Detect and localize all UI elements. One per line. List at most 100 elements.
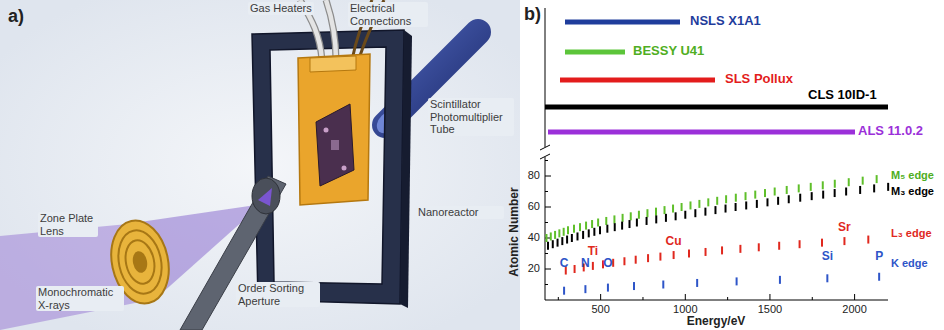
sample-frame [252,30,404,304]
edge-tick [547,242,549,250]
beamline-range [560,78,715,83]
x-tick [685,294,686,300]
edge-tick [563,287,565,295]
series-label: M₃ edge [891,185,934,198]
frame-side [400,30,412,308]
axis-break [540,145,550,150]
edge-tick [605,217,607,225]
edge-tick [550,232,552,240]
edge-tick [826,274,828,282]
edge-tick [593,228,595,236]
edge-tick [873,184,875,192]
edge-tick [582,231,584,239]
edge-tick [646,209,648,217]
holder-clamp [310,56,356,72]
beamline-name: SLS Pollux [725,72,793,87]
edge-tick [646,217,648,225]
part-label: Monochromatic X-rays [36,286,124,311]
x-tick [558,297,559,300]
edge-tick [704,208,706,216]
edge-tick [779,276,781,284]
chip-pad [324,128,329,133]
edge-tick [588,229,590,237]
edge-tick [571,234,573,242]
element-symbol: C [560,257,569,271]
beamline-name: NSLS X1A1 [690,14,761,29]
edge-tick [599,226,601,234]
beamline-name: CLS 10ID-1 [808,88,877,103]
beamline-name: BESSY U41 [633,44,704,59]
edge-tick [834,189,836,197]
y-tick [545,160,548,161]
element-symbol: Si [822,250,833,264]
panel-letter: a) [8,6,24,27]
edge-tick [725,195,727,203]
edge-tick [574,265,576,273]
edge-tick [725,205,727,213]
x-tick [812,297,813,300]
edge-tick [659,253,661,261]
edge-tick [561,237,563,245]
edge-tick [635,256,637,264]
edge-tick [766,198,768,206]
edge-tick [714,206,716,214]
edge-tick [736,277,738,285]
edge-tick [862,177,864,185]
edge-tick [778,242,780,250]
edge-tick [822,191,824,199]
beamline-range [565,50,625,55]
aperture-plate [252,178,280,214]
edge-tick [614,223,616,231]
x-tick [600,294,601,300]
edge-tick [576,232,578,240]
edge-tick [745,201,747,209]
x-tick [769,294,770,300]
edge-tick [567,226,569,234]
axis-title: Energy/eV [687,315,746,329]
edge-tick [621,222,623,230]
element-symbol: Ti [588,245,598,259]
edge-tick [735,194,737,202]
part-label: Gas Heaters [248,2,314,15]
y-tick [545,176,551,177]
x-tick [854,294,855,300]
tick-label: 40 [528,231,540,244]
edge-tick [735,203,737,211]
x-tick [642,297,643,300]
backdrop [0,0,520,330]
y-tick [545,191,548,192]
beamline-name: ALS 11.0.2 [858,124,923,139]
edge-tick [591,220,593,228]
element-symbol: P [875,250,883,264]
edge-tick [563,228,565,236]
edge-tick [756,200,758,208]
edge-ticks [546,175,888,295]
edge-tick [622,214,624,222]
edge-tick [705,248,707,256]
edge-tick [607,284,609,292]
reactor-holder [298,54,370,205]
edge-tick [552,240,554,248]
edge-tick [788,195,790,203]
aperture-hole [258,188,272,206]
edge-tick [579,223,581,231]
edge-tick [786,186,788,194]
edge-tick [630,212,632,220]
edge-tick [636,219,638,227]
edge-tick [821,239,823,247]
part-label: Nanoreactor [416,206,504,219]
edge-tick [707,198,709,206]
edge-tick [606,225,608,233]
chip-window [331,140,339,150]
edge-tick [774,188,776,196]
edge-tick [859,186,861,194]
tick-label: 2000 [842,303,866,316]
edge-tick [811,192,813,200]
edge-tick [777,197,779,205]
axis-title: Atomic Number [508,187,522,276]
edge-tick [585,222,587,230]
edge-tick [848,178,850,186]
edge-tick [573,225,575,233]
